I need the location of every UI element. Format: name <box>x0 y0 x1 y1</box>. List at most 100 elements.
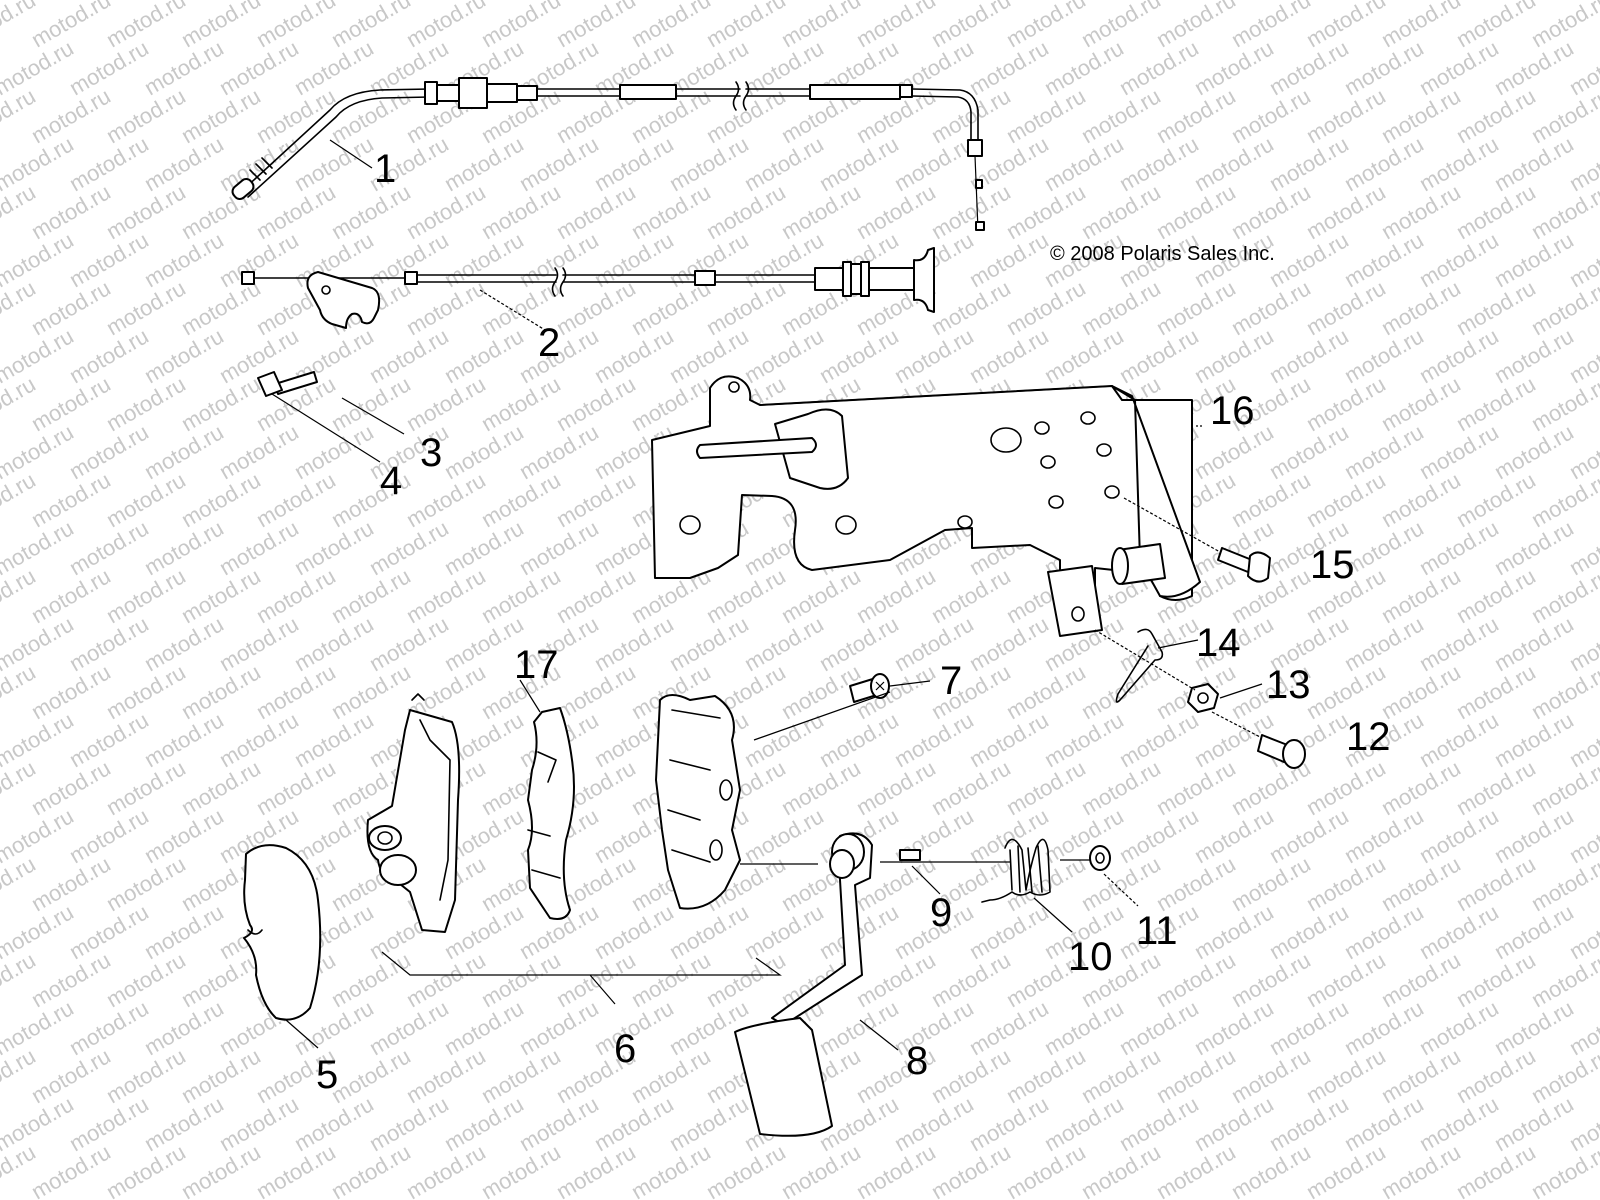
pivot-pin <box>899 849 921 861</box>
watermark-text: motod.ru <box>965 899 1053 964</box>
watermark-text: motod.ru <box>1040 803 1128 868</box>
watermark-text: motod.ru <box>1452 0 1540 52</box>
watermark-text: motod.ru <box>1340 611 1428 676</box>
watermark-text: motod.ru <box>515 515 603 580</box>
watermark-text: motod.ru <box>1152 851 1240 916</box>
callout-14: 14 <box>1196 621 1241 665</box>
watermark-text: motod.ru <box>65 707 153 772</box>
watermark-text: motod.ru <box>102 0 190 52</box>
watermark-text: motod.ru <box>1190 995 1278 1060</box>
leader-8 <box>859 1019 899 1051</box>
watermark-text: motod.ru <box>290 707 378 772</box>
watermark-text: motod.ru <box>1415 611 1503 676</box>
gasket-plate <box>527 707 575 920</box>
watermark-text: motod.ru <box>27 1043 115 1108</box>
watermark-text: motod.ru <box>102 1043 190 1108</box>
watermark-text: motod.ru <box>140 707 228 772</box>
watermark-text: motod.ru <box>477 1043 565 1108</box>
watermark-text: motod.ru <box>252 659 340 724</box>
watermark-text: motod.ru <box>27 467 115 532</box>
callout-3: 3 <box>420 431 442 475</box>
watermark-text: motod.ru <box>140 131 228 196</box>
watermark-text: motod.ru <box>252 563 340 628</box>
watermark-text: motod.ru <box>1190 899 1278 964</box>
watermark-text: motod.ru <box>1415 803 1503 868</box>
watermark-text: motod.ru <box>1302 371 1390 436</box>
watermark-text: motod.ru <box>327 83 415 148</box>
callout-5: 5 <box>316 1053 338 1097</box>
watermark-text: motod.ru <box>815 707 903 772</box>
watermark-text: motod.ru <box>402 179 490 244</box>
watermark-text: motod.ru <box>327 1043 415 1108</box>
watermark-text: motod.ru <box>1227 83 1315 148</box>
watermark-text: motod.ru <box>290 35 378 100</box>
watermark-text: motod.ru <box>440 323 528 388</box>
watermark-text: motod.ru <box>740 803 828 868</box>
watermark-text: motod.ru <box>852 1139 940 1200</box>
watermark-text: motod.ru <box>290 515 378 580</box>
bracket-bolt <box>257 371 318 397</box>
leader-1 <box>329 139 373 169</box>
watermark-text: motod.ru <box>1265 995 1353 1060</box>
watermark-text: motod.ru <box>552 563 640 628</box>
watermark-text: motod.ru <box>27 83 115 148</box>
watermark-text: motod.ru <box>65 131 153 196</box>
watermark-text: motod.ru <box>890 1091 978 1156</box>
watermark-text: motod.ru <box>1302 0 1390 52</box>
watermark-text: motod.ru <box>1040 995 1128 1060</box>
watermark-text: motod.ru <box>1340 419 1428 484</box>
callout-7: 7 <box>940 659 962 703</box>
watermark-text: motod.ru <box>1002 755 1090 820</box>
watermark-text: motod.ru <box>65 899 153 964</box>
leader-13-a <box>1094 629 1196 691</box>
watermark-text: motod.ru <box>1377 371 1465 436</box>
copyright-notice: © 2008 Polaris Sales Inc. <box>1050 243 1275 265</box>
watermark-text: motod.ru <box>1152 0 1240 52</box>
watermark-text: motod.ru <box>1077 1139 1165 1200</box>
watermark-text: motod.ru <box>1077 0 1165 52</box>
watermark-text: motod.ru <box>1002 83 1090 148</box>
watermark-text: motod.ru <box>27 179 115 244</box>
watermark-text: motod.ru <box>515 419 603 484</box>
watermark-text: motod.ru <box>1377 275 1465 340</box>
watermark-text: motod.ru <box>1002 0 1090 52</box>
watermark-text: motod.ru <box>1340 899 1428 964</box>
watermark-text: motod.ru <box>1490 899 1578 964</box>
callout-9: 9 <box>930 891 952 935</box>
watermark-text: motod.ru <box>440 1091 528 1156</box>
watermark-text: motod.ru <box>777 179 865 244</box>
watermark-text: motod.ru <box>702 1139 790 1200</box>
watermark-text: motod.ru <box>1002 851 1090 916</box>
watermark-text: motod.ru <box>1377 1043 1465 1108</box>
watermark-text: motod.ru <box>965 227 1053 292</box>
watermark-text: motod.ru <box>177 563 265 628</box>
watermark-text: motod.ru <box>665 1091 753 1156</box>
watermark-text: motod.ru <box>965 35 1053 100</box>
watermark-text: motod.ru <box>252 83 340 148</box>
watermark-text: motod.ru <box>927 275 1015 340</box>
watermark-text: motod.ru <box>665 611 753 676</box>
watermark-text: motod.ru <box>1077 179 1165 244</box>
callout-1: 1 <box>374 147 396 191</box>
watermark-text: motod.ru <box>1452 659 1540 724</box>
watermark-text: motod.ru <box>290 611 378 676</box>
watermark-text: motod.ru <box>1265 419 1353 484</box>
watermark-text: motod.ru <box>402 1043 490 1108</box>
watermark-text: motod.ru <box>27 755 115 820</box>
watermark-text: motod.ru <box>1340 1091 1428 1156</box>
watermark-text: motod.ru <box>665 131 753 196</box>
watermark-text: motod.ru <box>702 179 790 244</box>
watermark-text: motod.ru <box>1227 563 1315 628</box>
pivot-bolt <box>1217 547 1271 583</box>
watermark-text: motod.ru <box>177 467 265 532</box>
watermark-text: motod.ru <box>1115 611 1203 676</box>
watermark-text: motod.ru <box>177 371 265 436</box>
watermark-text: motod.ru <box>1490 611 1578 676</box>
watermark-text: motod.ru <box>627 0 715 52</box>
watermark-text: motod.ru <box>1452 851 1540 916</box>
watermark-text: motod.ru <box>1040 323 1128 388</box>
watermark-text: motod.ru <box>1415 131 1503 196</box>
watermark-text: motod.ru <box>927 179 1015 244</box>
watermark-text: motod.ru <box>27 0 115 52</box>
